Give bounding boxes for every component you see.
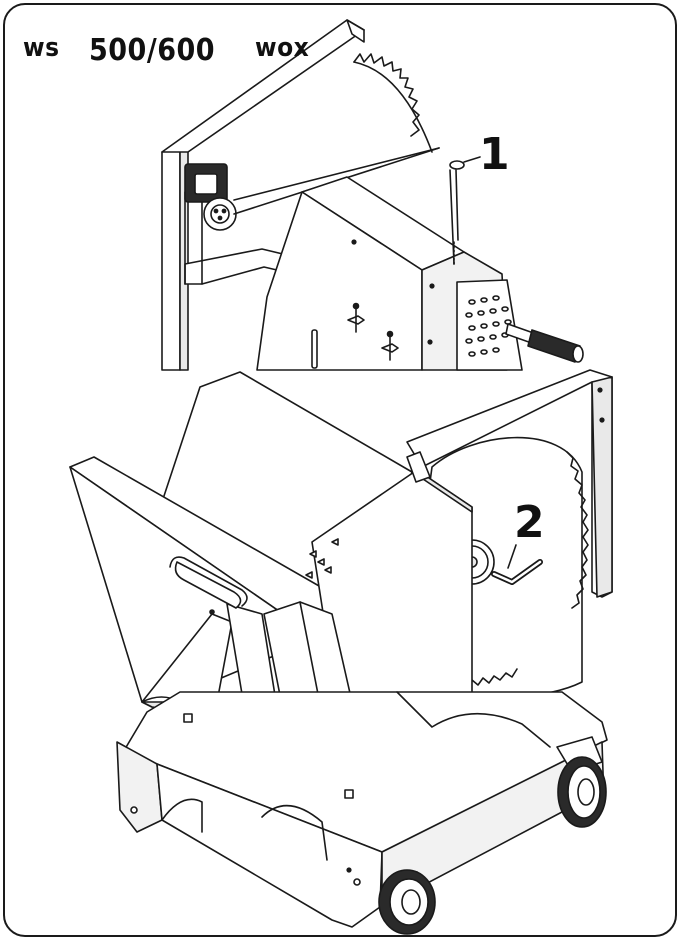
callout-label-2: 2 — [514, 497, 545, 548]
base-frame — [117, 692, 607, 927]
caster-wheel-icon — [557, 737, 606, 827]
callout-1-leader — [464, 157, 480, 162]
wing-bolt-icon — [382, 332, 398, 361]
wing-bolt-icon — [348, 304, 364, 333]
blade-guard — [407, 370, 612, 597]
saw-technical-drawing — [5, 5, 677, 937]
diagram-frame: ws 500/600 wox 1 2 — [3, 3, 677, 937]
callout-2-leader — [508, 545, 516, 568]
caster-wheel-icon — [379, 870, 435, 934]
model-suffix: wox — [255, 33, 310, 63]
carry-handle — [176, 562, 241, 608]
model-number: 500/600 — [89, 33, 216, 68]
hex-key-icon — [494, 562, 540, 582]
upper-blade-teeth — [354, 54, 419, 136]
electrical-socket-icon — [185, 164, 236, 230]
locking-pin — [450, 161, 464, 266]
upper-frame-arm — [162, 20, 432, 370]
motor-housing — [257, 177, 522, 370]
tilt-handle — [506, 324, 583, 362]
model-prefix: ws — [23, 33, 60, 63]
vent-holes — [466, 296, 511, 356]
callout-label-1: 1 — [479, 129, 510, 180]
